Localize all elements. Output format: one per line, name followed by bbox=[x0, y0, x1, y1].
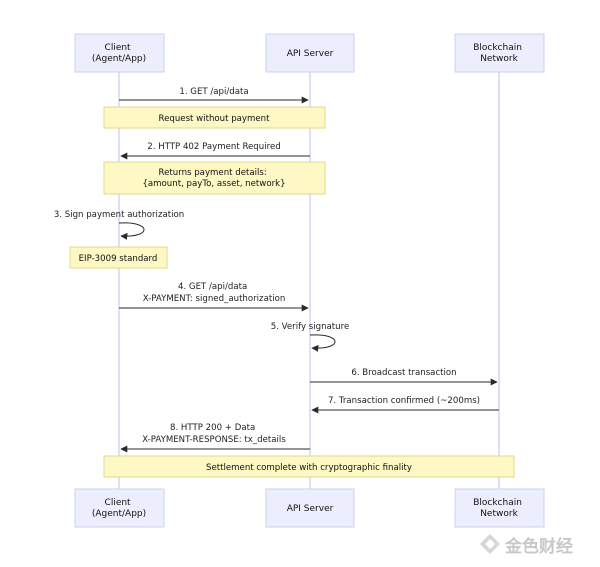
actor-client-line-2: (Agent/App) bbox=[92, 54, 146, 64]
note-1-text: Request without payment bbox=[159, 114, 271, 124]
note-4-text: Settlement complete with cryptographic f… bbox=[206, 463, 412, 473]
message-4-line-1: 4. GET /api/data bbox=[178, 282, 247, 292]
message-5-label: 5. Verify signature bbox=[271, 322, 350, 332]
actor-client-line-1: Client bbox=[105, 43, 132, 53]
note-2-line-2: {amount, payTo, asset, network} bbox=[142, 179, 285, 189]
actor-blockchain-line-2: Network bbox=[480, 54, 518, 64]
actor-api-server-label: API Server bbox=[287, 49, 334, 59]
message-1-label: 1. GET /api/data bbox=[179, 87, 248, 97]
svg-text:4. GET /api/data X-PAYMENT: 4. GET /api/data X-PAYMENT: signed_autho… bbox=[143, 282, 286, 304]
actor-blockchain-bottom-line-2: Network bbox=[480, 509, 518, 519]
message-5-self-arrow bbox=[309, 334, 336, 352]
note-settlement-complete: Settlement complete with cryptographic f… bbox=[103, 455, 515, 478]
message-3-self-arrow bbox=[118, 222, 145, 240]
note-request-without-payment: Request without payment bbox=[103, 106, 326, 129]
actor-blockchain-bottom: Blockchain Network bbox=[454, 488, 545, 528]
svg-text:Client (Agent/App): Client (Agent/App) bbox=[92, 43, 146, 64]
message-8-line-2: X-PAYMENT-RESPONSE: tx_details bbox=[142, 435, 286, 445]
actor-api-server-bottom: API Server bbox=[265, 488, 355, 528]
message-2-label: 2. HTTP 402 Payment Required bbox=[147, 142, 280, 152]
watermark-text: 金色财经 bbox=[504, 536, 573, 557]
actor-client-top: Client (Agent/App) bbox=[74, 33, 165, 73]
actor-blockchain-bottom-line-1: Blockchain bbox=[473, 498, 522, 508]
actor-client-bottom: Client (Agent/App) bbox=[74, 488, 165, 528]
message-7-label: 7. Transaction confirmed (~200ms) bbox=[328, 396, 480, 406]
actor-blockchain-line-1: Blockchain bbox=[473, 43, 522, 53]
note-returns-payment-details: Returns payment details: {amount, payTo,… bbox=[103, 161, 326, 195]
note-eip-3009: EIP-3009 standard bbox=[69, 246, 168, 269]
watermark-logo-icon bbox=[480, 534, 500, 554]
actor-client-bottom-line-1: Client bbox=[105, 498, 132, 508]
svg-text:Blockchain Network: Blockchain Network bbox=[473, 498, 525, 519]
actor-api-server-top: API Server bbox=[265, 33, 355, 73]
svg-text:Client (Agent/App): Client (Agent/App) bbox=[92, 498, 146, 519]
message-6-label: 6. Broadcast transaction bbox=[351, 368, 456, 378]
message-8-line-1: 8. HTTP 200 + Data bbox=[170, 423, 255, 433]
actor-api-server-bottom-label: API Server bbox=[287, 504, 334, 514]
svg-text:8. HTTP 200 + Data X-PAYME: 8. HTTP 200 + Data X-PAYMENT-RESPONSE: t… bbox=[142, 423, 286, 445]
actor-client-bottom-line-2: (Agent/App) bbox=[92, 509, 146, 519]
actor-blockchain-top: Blockchain Network bbox=[454, 33, 545, 73]
watermark-logo: 金色财经 bbox=[480, 534, 573, 557]
svg-text:Blockchain Network: Blockchain Network bbox=[473, 43, 525, 64]
svg-text:Returns payment details:: Returns payment details: {amount, payTo,… bbox=[142, 168, 285, 189]
note-3-text: EIP-3009 standard bbox=[79, 254, 158, 264]
message-3-label: 3. Sign payment authorization bbox=[54, 210, 184, 220]
note-2-line-1: Returns payment details: bbox=[159, 168, 267, 178]
message-4-line-2: X-PAYMENT: signed_authorization bbox=[143, 294, 286, 304]
